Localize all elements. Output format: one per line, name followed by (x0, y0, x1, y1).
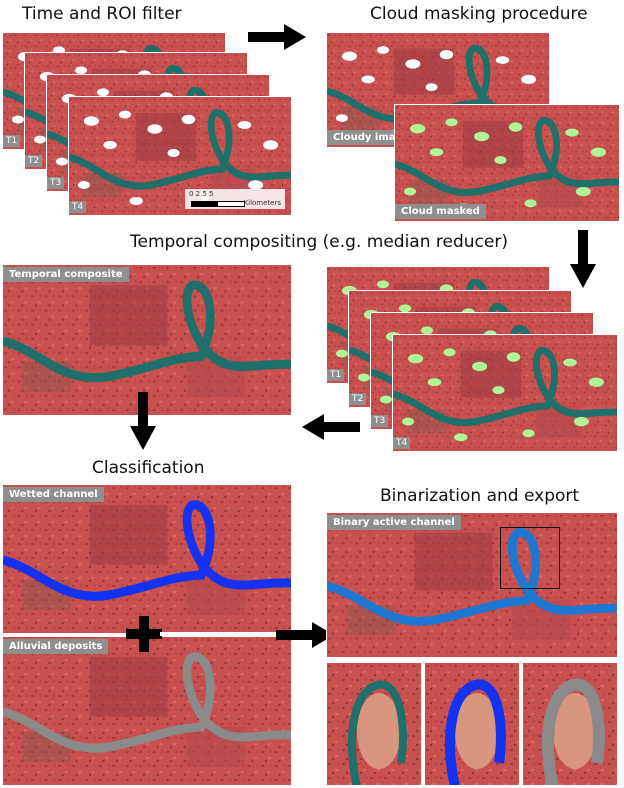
time-label-t1: T1 (3, 135, 21, 147)
binary-active-channel-panel: Binary active channel (326, 512, 618, 658)
stack1-image-t4: T4 0 2.5 5 Kilometers (68, 96, 292, 216)
arrow-right-binarization-icon (276, 622, 334, 648)
time-label-t2: T2 (25, 155, 43, 167)
scale-bar-ticks: 0 2.5 5 (189, 190, 214, 198)
zoom-inset-wetted (424, 662, 520, 786)
stack2-time-label-t4: T4 (393, 437, 411, 449)
alluvial-deposits-label: Alluvial deposits (3, 639, 109, 654)
cloudy-image-label: Cloudy image (327, 130, 416, 145)
zoom-box (500, 527, 560, 589)
arrow-down-icon (570, 230, 596, 288)
scale-bar: 0 2.5 5 Kilometers (185, 189, 285, 209)
wetted-channel-label: Wetted channel (3, 487, 104, 502)
scale-bar-graphic (191, 201, 245, 207)
title-binarization: Binarization and export (380, 486, 580, 506)
binary-active-channel-label: Binary active channel (327, 515, 461, 530)
title-classification: Classification (92, 458, 205, 478)
title-temporal-compositing: Temporal compositing (e.g. median reduce… (130, 232, 508, 252)
title-time-roi-filter: Time and ROI filter (22, 4, 182, 24)
title-cloud-masking: Cloud masking procedure (370, 4, 588, 24)
zoom-inset-deposits (522, 662, 618, 786)
alluvial-deposits-panel: Alluvial deposits (2, 636, 292, 786)
arrow-left-icon (302, 414, 360, 440)
time-label-t3: T3 (47, 177, 65, 189)
zoom-inset-composite (326, 662, 422, 786)
connector-line (160, 632, 280, 636)
arrow-down-classification-icon (130, 392, 156, 450)
stack2-time-label-t1: T1 (327, 369, 345, 381)
temporal-composite-label: Temporal composite (3, 267, 129, 282)
plus-icon (126, 616, 162, 652)
cloud-masked-label: Cloud masked (395, 204, 486, 219)
arrow-right-icon (248, 24, 306, 50)
stack2-image-t4: T4 (392, 334, 618, 452)
wetted-channel-panel: Wetted channel (2, 484, 292, 634)
stack2-time-label-t2: T2 (349, 393, 367, 405)
scale-bar-unit: Kilometers (243, 199, 281, 207)
time-label-t4: T4 (69, 201, 87, 213)
cloud-masked-panel: Cloud masked (394, 104, 620, 222)
stack2-time-label-t3: T3 (371, 415, 389, 427)
